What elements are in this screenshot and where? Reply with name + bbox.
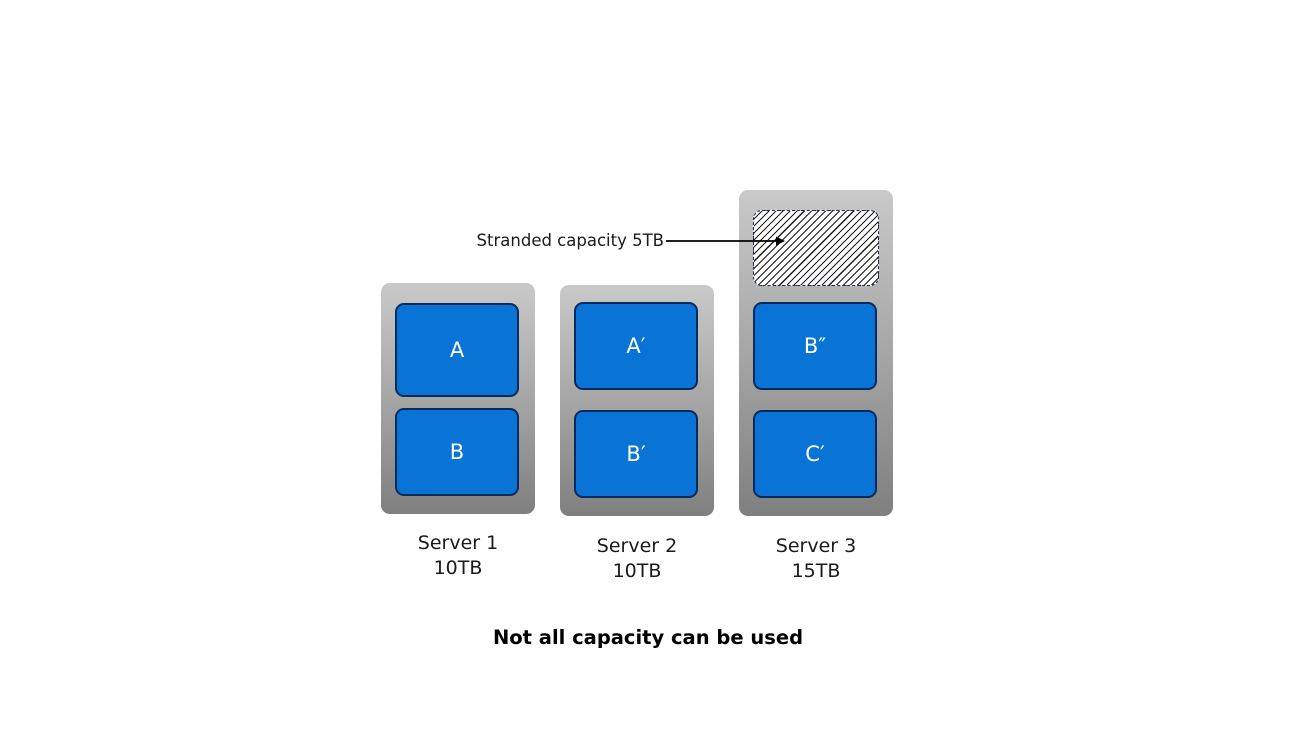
server-2-capacity: 10TB bbox=[612, 560, 662, 582]
server-1-name: Server 1 bbox=[417, 532, 499, 554]
server-2-label: Server 2 10TB bbox=[560, 534, 714, 584]
stranded-capacity-annotation: Stranded capacity 5TB bbox=[476, 231, 664, 250]
server-3-capacity: 15TB bbox=[791, 560, 841, 582]
block-c-prime-label: C′ bbox=[805, 442, 825, 466]
block-b-prime: B′ bbox=[574, 410, 698, 498]
server-3-name: Server 3 bbox=[775, 535, 857, 557]
server-3-chassis: B″ C′ bbox=[739, 190, 893, 516]
block-b: B bbox=[395, 408, 519, 496]
server-2-name: Server 2 bbox=[596, 535, 678, 557]
server-1-chassis: A B bbox=[381, 283, 535, 514]
block-c-prime: C′ bbox=[753, 410, 877, 498]
server-1-label: Server 1 10TB bbox=[381, 531, 535, 581]
block-b-double-prime-label: B″ bbox=[803, 334, 827, 358]
annotation-arrow-icon bbox=[666, 236, 785, 246]
block-a-prime-label: A′ bbox=[626, 334, 646, 358]
block-b-label: B bbox=[449, 440, 465, 464]
block-a-prime: A′ bbox=[574, 302, 698, 390]
server-1-capacity: 10TB bbox=[433, 557, 483, 579]
block-a-label: A bbox=[449, 338, 465, 362]
block-b-prime-label: B′ bbox=[626, 442, 646, 466]
server-2-chassis: A′ B′ bbox=[560, 285, 714, 516]
server-3-label: Server 3 15TB bbox=[739, 534, 893, 584]
diagram-caption: Not all capacity can be used bbox=[492, 626, 804, 649]
block-b-double-prime: B″ bbox=[753, 302, 877, 390]
stranded-capacity-block bbox=[753, 210, 879, 286]
block-a: A bbox=[395, 303, 519, 397]
